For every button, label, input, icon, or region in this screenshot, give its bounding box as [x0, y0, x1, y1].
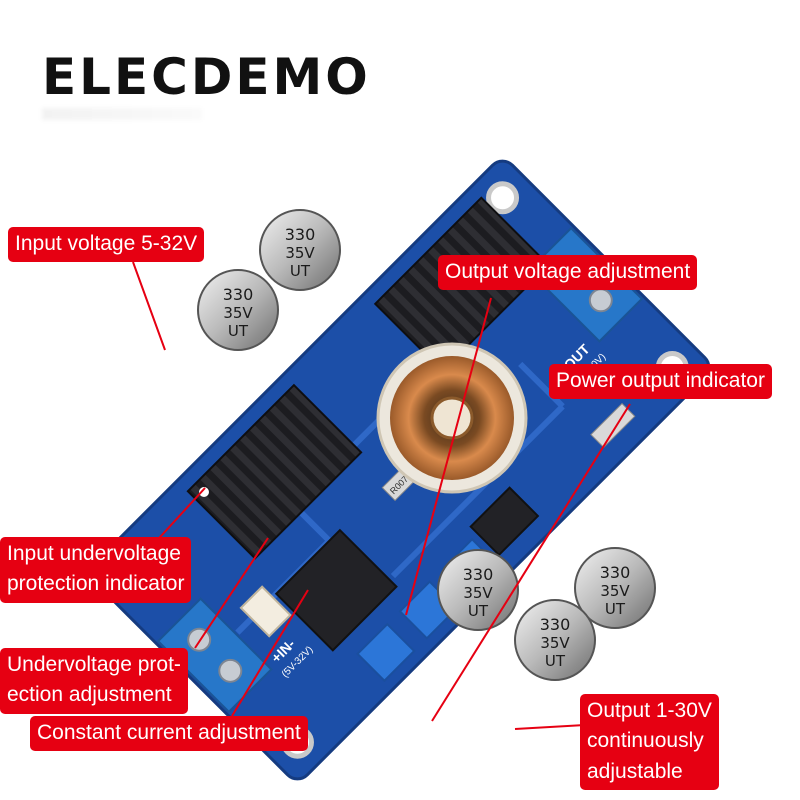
callout-line-power-output-indicator [431, 403, 631, 722]
callout-line-input-voltage [132, 261, 166, 351]
label-power-output-indicator: Power output indicator [549, 364, 772, 400]
svg-text:330: 330 [223, 285, 254, 304]
svg-text:35V: 35V [285, 244, 315, 262]
input-undervoltage-led [199, 487, 209, 497]
label-input-undervoltage-indicator: Input undervoltage protection indicator [0, 537, 192, 603]
label-output-voltage-adjustment: Output voltage adjustment [438, 255, 698, 291]
capacitor-3: 330 35V UT [437, 549, 519, 631]
svg-text:UT: UT [545, 652, 566, 670]
brand-logo: ELECDEMO [42, 48, 371, 106]
label-output-range: Output 1-30V continuously adjustable [580, 694, 719, 791]
svg-text:330: 330 [463, 565, 494, 584]
svg-text:330: 330 [540, 615, 571, 634]
svg-text:35V: 35V [223, 304, 253, 322]
callout-line-output-range [514, 724, 586, 730]
svg-text:35V: 35V [463, 584, 493, 602]
capacitor-4: 330 35V UT [574, 547, 656, 629]
svg-text:35V: 35V [540, 634, 570, 652]
callout-line-constant-current [231, 589, 309, 717]
label-constant-current-adjustment: Constant current adjustment [30, 716, 308, 752]
callout-line-output-voltage-adjustment [405, 297, 492, 616]
brand-logo-reflection [42, 108, 202, 120]
callout-line-undervoltage-adjustment [194, 537, 269, 649]
svg-text:UT: UT [468, 602, 489, 620]
svg-text:UT: UT [290, 262, 311, 280]
svg-text:35V: 35V [600, 582, 630, 600]
toroid-inductor [376, 342, 528, 494]
callout-lines [132, 261, 631, 730]
svg-text:UT: UT [605, 600, 626, 618]
capacitor-1: 330 35V UT [259, 209, 341, 291]
label-undervoltage-adjustment: Undervoltage prot- ection adjustment [0, 648, 188, 714]
svg-text:330: 330 [285, 225, 316, 244]
svg-text:UT: UT [228, 322, 249, 340]
capacitor-2: 330 35V UT [197, 269, 279, 351]
capacitor-5: 330 35V UT [514, 599, 596, 681]
label-input-voltage: Input voltage 5-32V [8, 227, 205, 263]
svg-text:330: 330 [600, 563, 631, 582]
